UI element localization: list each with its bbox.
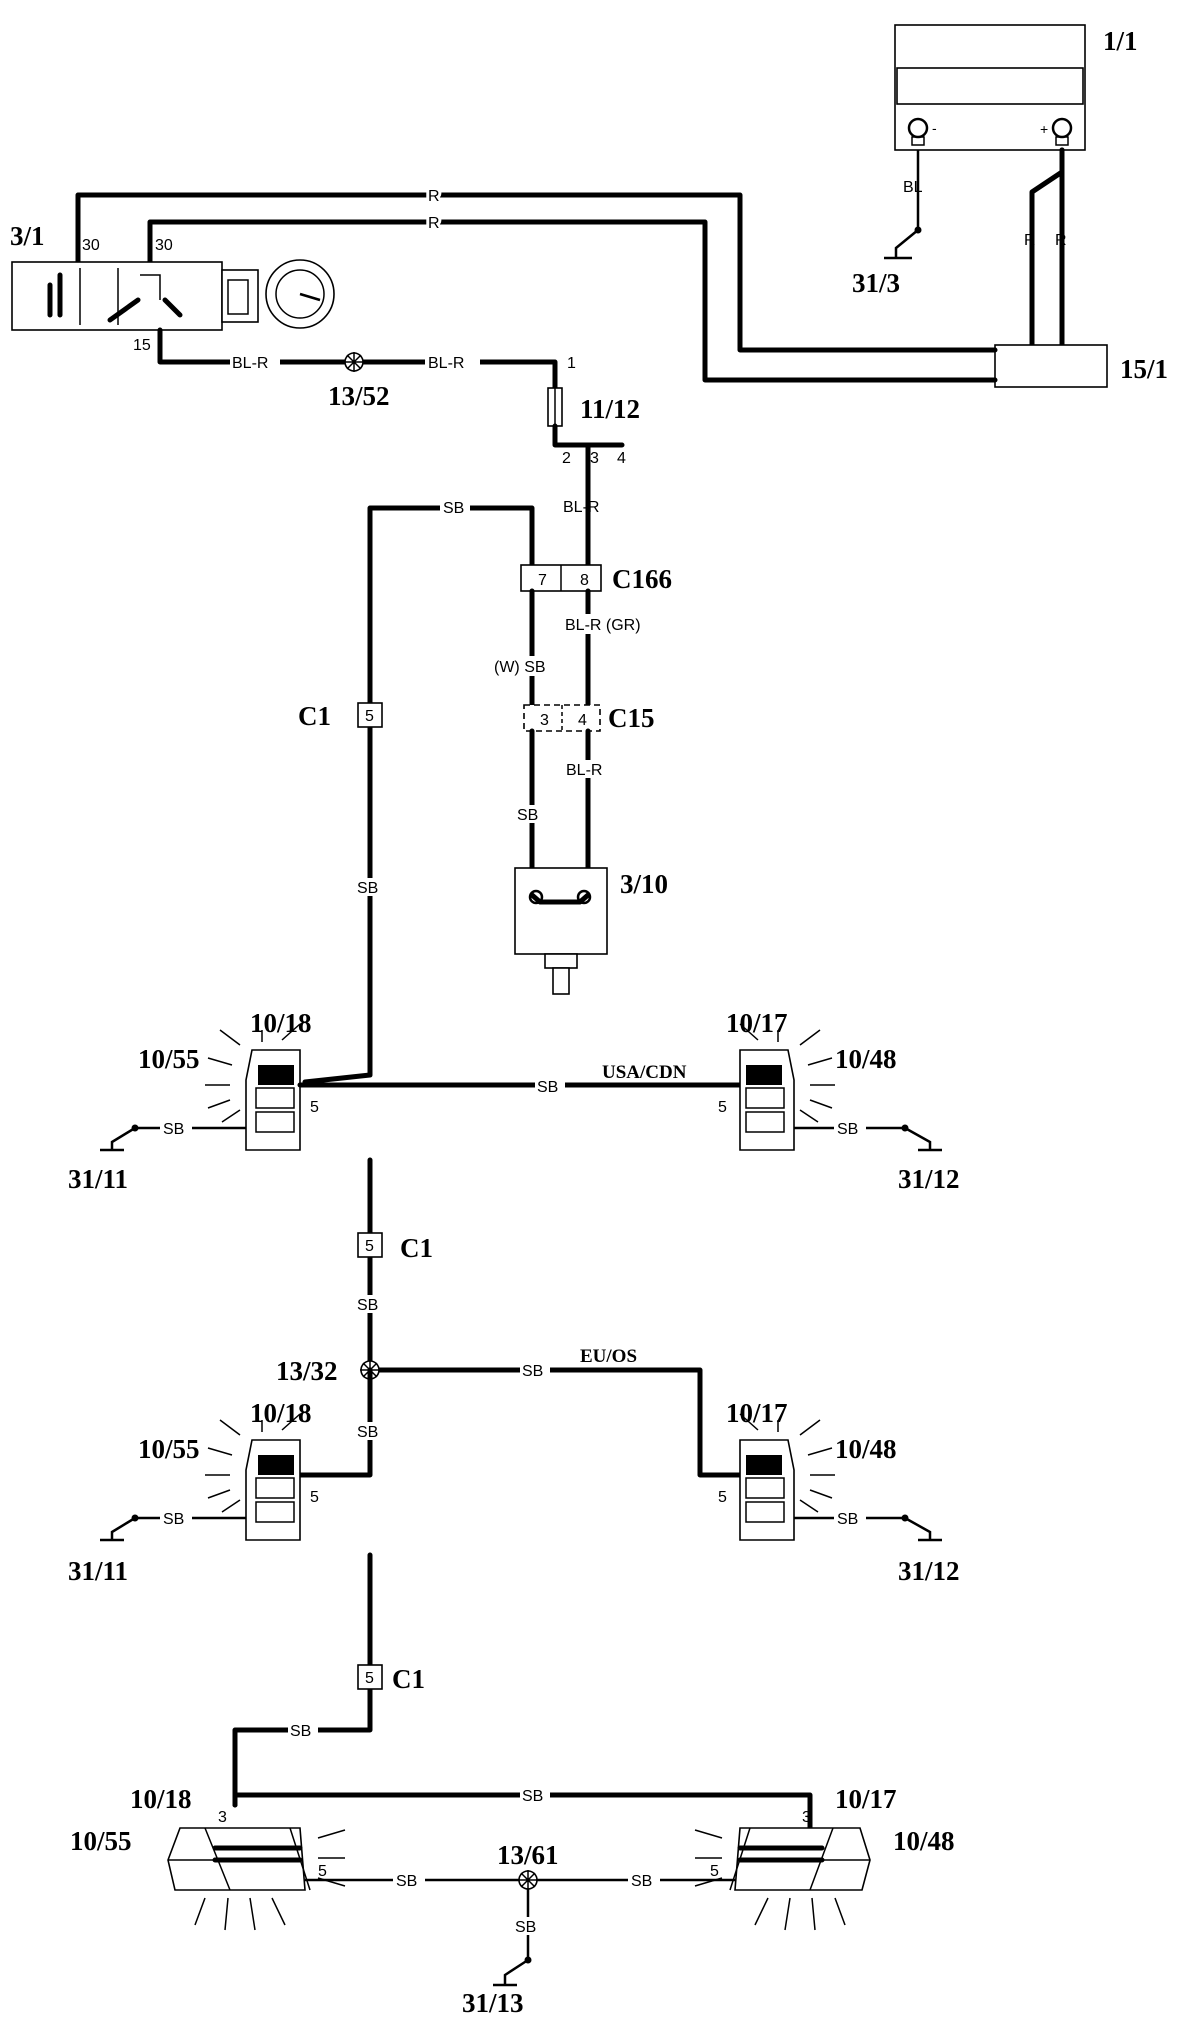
wire-sb-label-10: SB	[163, 1511, 184, 1528]
brake-switch-label: 3/10	[620, 869, 668, 899]
lamp-right-1-label-b: 10/48	[835, 1044, 897, 1074]
wire-w-sb-label: (W) SB	[494, 659, 546, 676]
fuse-pin-1: 1	[567, 355, 576, 372]
connector-c1-mid	[357, 1232, 383, 1258]
wire-sb-label-9: SB	[357, 1424, 378, 1441]
lamp-left-1-pin-5: 5	[310, 1099, 319, 1116]
rear-lamp-right-2	[739, 1413, 835, 1541]
lamp-left-2-label-a: 10/18	[250, 1398, 312, 1428]
lamp-left-1-label-b: 10/55	[138, 1044, 200, 1074]
wire-sb-label-2: SB	[517, 807, 538, 824]
lamp-left-1-label-a: 10/18	[250, 1008, 312, 1038]
ground-31-12-b: 31/12	[898, 1556, 960, 1586]
c1-mid-pin: 5	[365, 1238, 374, 1255]
connector-c166-label: C166	[612, 564, 672, 594]
c15-pin-3: 3	[540, 712, 549, 729]
ignition-switch	[11, 259, 335, 331]
lamp-left-2-label-b: 10/55	[138, 1434, 200, 1464]
lamp-right-1-pin-5: 5	[718, 1099, 727, 1116]
wire-bl-r-label-4: BL-R	[566, 762, 602, 779]
battery-minus-pin: -	[932, 120, 937, 136]
connector-c15-label: C15	[608, 703, 655, 733]
wire-sb-label-12: SB	[290, 1723, 311, 1740]
wire-bl-r-label-3: BL-R	[563, 499, 599, 516]
ground-31-11-a: 31/11	[68, 1164, 128, 1194]
wire-sb-label-3: SB	[357, 880, 378, 897]
relay-15-1-label: 15/1	[1120, 354, 1168, 384]
battery-plus-pin: +	[1040, 121, 1048, 137]
wire-bl-r-gr-label: BL-R (GR)	[565, 617, 641, 634]
lamp-right-3-label-b: 10/48	[893, 1826, 955, 1856]
splice-13-52-label: 13/52	[328, 381, 390, 411]
variant-usa-cdn: USA/CDN	[602, 1062, 687, 1083]
ignition-pin-30-b: 30	[155, 237, 173, 254]
wire-sb-label-1: SB	[443, 500, 464, 517]
ground-31-3-label: 31/3	[852, 268, 900, 298]
wire-sb-label-15: SB	[631, 1873, 652, 1890]
fuse-pin-2: 2	[562, 450, 571, 467]
lamp-left-3-pin-5: 5	[318, 1863, 327, 1880]
lamp-left-3-label-b: 10/55	[70, 1826, 132, 1856]
lamp-right-3-label-a: 10/17	[835, 1784, 897, 1814]
lamp-right-2-label-b: 10/48	[835, 1434, 897, 1464]
connector-c1-top	[357, 702, 383, 728]
wire-r-label-batt-1: R	[1024, 232, 1036, 249]
c166-pin-8: 8	[580, 572, 589, 589]
wire-sb-label-5: SB	[163, 1121, 184, 1138]
lamp-left-3-label-a: 10/18	[130, 1784, 192, 1814]
variant-eu-os: EU/OS	[580, 1346, 637, 1367]
rear-lamp-left-3	[167, 1827, 346, 1931]
wire-sb-label-7: SB	[357, 1297, 378, 1314]
wire-sb-label-8: SB	[522, 1363, 543, 1380]
wire-sb-label-6: SB	[837, 1121, 858, 1138]
wire-bl-r-label-2: BL-R	[428, 355, 464, 372]
splice-13-61-label: 13/61	[497, 1840, 559, 1870]
ground-31-13: 31/13	[462, 1988, 524, 2018]
battery-label: 1/1	[1103, 26, 1138, 56]
ground-31-11-b: 31/11	[68, 1556, 128, 1586]
lamp-right-1-label-a: 10/17	[726, 1008, 788, 1038]
rear-lamp-right-3	[694, 1827, 871, 1931]
fuse-11-12-label: 11/12	[580, 394, 640, 424]
connector-c1-top-label: C1	[298, 701, 331, 731]
splice-13-32-label: 13/32	[276, 1356, 338, 1386]
c1-top-pin: 5	[365, 708, 374, 725]
lamp-right-3-pin-3: 3	[802, 1809, 811, 1826]
c1-bottom-pin: 5	[365, 1670, 374, 1687]
wire-r-label-2: R	[428, 215, 440, 232]
ground-31-12-a: 31/12	[898, 1164, 960, 1194]
c15-pin-4: 4	[578, 712, 587, 729]
lamp-right-3-pin-5: 5	[710, 1863, 719, 1880]
wire-sb-label-14: SB	[396, 1873, 417, 1890]
relay-15-1	[994, 344, 1108, 388]
rear-lamp-left-1	[205, 1023, 301, 1151]
ignition-pin-30-a: 30	[82, 237, 100, 254]
wire-sb-label-4: SB	[537, 1079, 558, 1096]
brake-switch	[514, 867, 608, 995]
connector-c1-bottom	[357, 1664, 383, 1690]
ignition-pin-15: 15	[133, 337, 151, 354]
wire-sb-label-11: SB	[837, 1511, 858, 1528]
wire-bl-label: BL	[903, 179, 923, 196]
lamp-right-2-label-a: 10/17	[726, 1398, 788, 1428]
fuse-pin-3: 3	[590, 450, 599, 467]
connector-c1-mid-label: C1	[400, 1233, 433, 1263]
lamp-right-2-pin-5: 5	[718, 1489, 727, 1506]
wire-sb-label-13: SB	[522, 1788, 543, 1805]
rear-lamp-right-1	[739, 1023, 835, 1151]
lamp-left-2-pin-5: 5	[310, 1489, 319, 1506]
ignition-switch-label: 3/1	[10, 221, 45, 251]
wire-r-label-1: R	[428, 188, 440, 205]
battery	[894, 24, 1086, 151]
wire-r-label-batt-2: R	[1055, 232, 1067, 249]
c166-pin-7: 7	[538, 572, 547, 589]
wire-bl-r-label-1: BL-R	[232, 355, 268, 372]
wire-sb-label-16: SB	[515, 1919, 536, 1936]
lamp-left-3-pin-3: 3	[218, 1809, 227, 1826]
connector-c1-bottom-label: C1	[392, 1664, 425, 1694]
fuse-pin-4: 4	[617, 450, 626, 467]
rear-lamp-left-2	[205, 1413, 301, 1541]
